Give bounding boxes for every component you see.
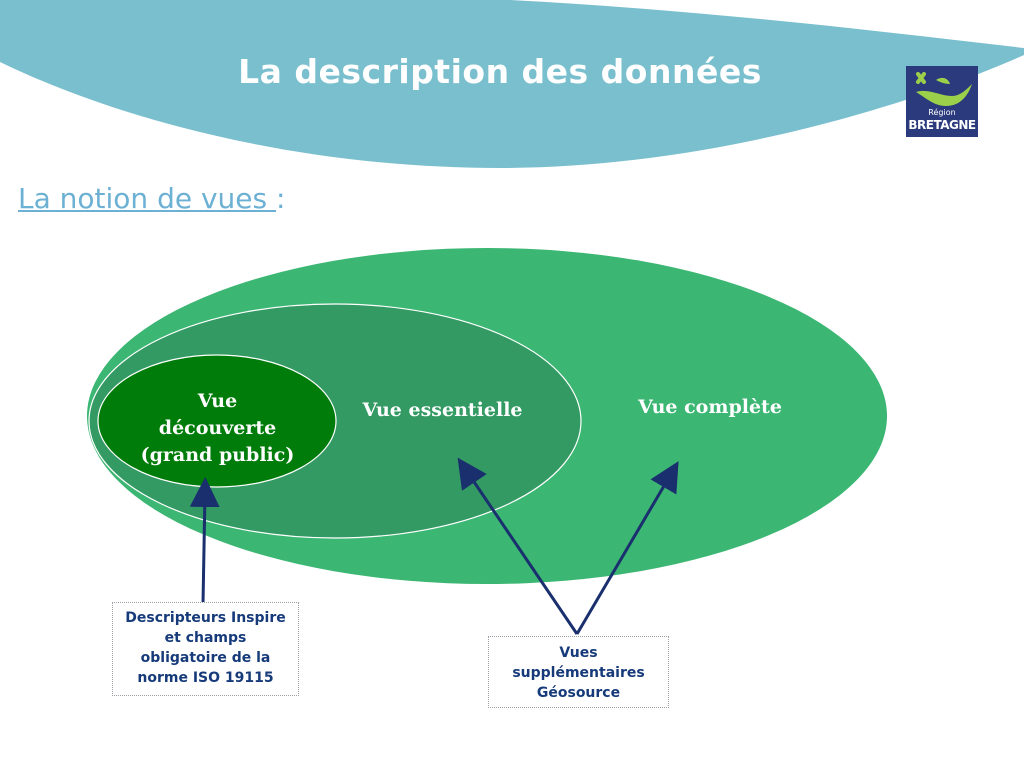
label-complete-view: Vue complète: [638, 396, 782, 418]
bird-icon: [916, 72, 972, 106]
logo-text-region: Région: [928, 108, 956, 117]
note-geosource-line: supplémentaires: [512, 665, 645, 681]
note-geosource-views: Vues supplémentaires Géosource: [488, 636, 669, 708]
label-discovery-view: Vue découverte (grand public): [140, 388, 295, 469]
label-discovery-line2: découverte: [158, 417, 277, 439]
note-inspire-line: obligatoire de la: [140, 650, 271, 666]
note-inspire-line: et champs: [164, 630, 247, 646]
label-essential-view: Vue essentielle: [362, 399, 523, 421]
subtitle-colon: :: [276, 182, 286, 215]
logo-text-bretagne: BRETAGNE: [908, 118, 976, 132]
note-geosource-line: Vues: [559, 645, 598, 661]
subtitle-underlined: La notion de vues: [18, 182, 277, 215]
note-geosource-line: Géosource: [536, 685, 621, 701]
page-title: La description des données: [238, 52, 762, 91]
label-discovery-line3: (grand public): [140, 444, 295, 466]
arrow-to-complete: [575, 461, 679, 635]
note-inspire-line: norme ISO 19115: [137, 670, 274, 686]
label-discovery-line1: Vue: [197, 390, 238, 412]
header-wave-shape: [0, 0, 1024, 168]
arrow-to-discovery: [189, 477, 220, 605]
note-inspire-line: Descripteurs Inspire: [125, 610, 286, 626]
note-inspire-descriptors: Descripteurs Inspire et champs obligatoi…: [112, 602, 299, 696]
arrow-to-essential: [457, 457, 579, 635]
region-bretagne-logo: [906, 66, 978, 137]
section-subtitle: La notion de vues :: [18, 182, 285, 215]
